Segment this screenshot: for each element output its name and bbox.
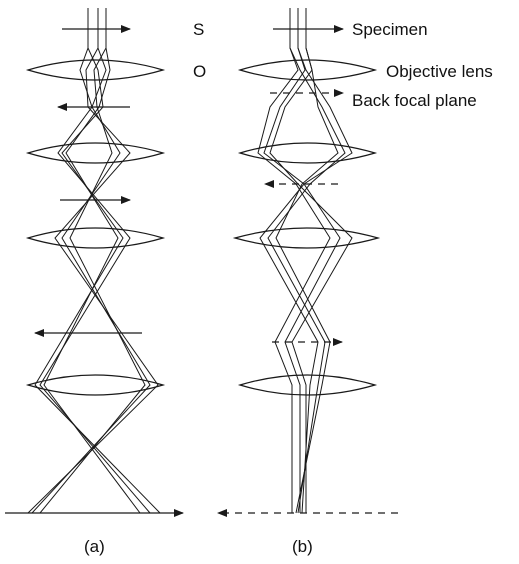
lens-b-2 [237,142,378,164]
lens-a-2 [25,142,166,164]
lens-b-objective [237,59,378,81]
label-s: S [193,20,204,39]
lens-b-3 [232,227,381,249]
rays-a [27,8,161,514]
lens-a-projector [25,374,166,396]
panel-b-caption: (b) [292,537,313,556]
lens-a-objective [25,59,166,81]
lens-b-projector [237,374,378,396]
panel-a-caption: (a) [84,537,105,556]
lens-a-3 [25,227,166,249]
panel-a [5,8,184,517]
label-objective-lens: Objective lens [386,62,493,81]
panel-b [217,8,398,517]
label-o: O [193,62,206,81]
label-specimen: Specimen [352,20,428,39]
label-back-focal-plane: Back focal plane [352,91,477,110]
rays-b [257,8,353,514]
